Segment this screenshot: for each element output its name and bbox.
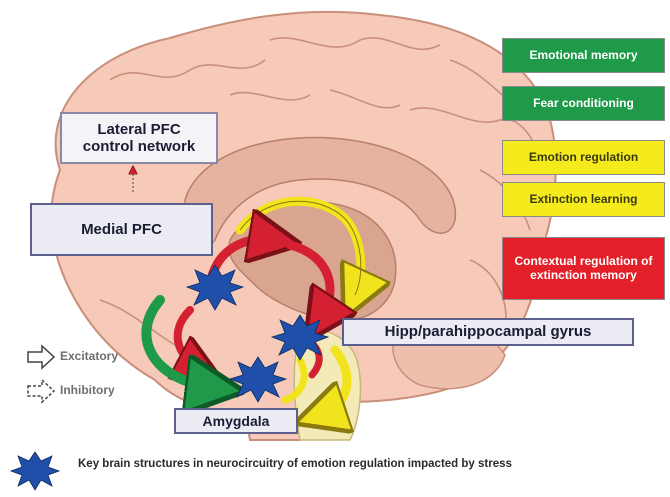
lateral-pfc-label: Lateral PFC control network xyxy=(60,112,218,164)
star-medial-pfc xyxy=(187,265,243,310)
legend-excitatory-arrow xyxy=(28,346,54,368)
star-legend xyxy=(11,452,59,490)
star-amygdala xyxy=(230,357,286,402)
medial-pfc-label: Medial PFC xyxy=(30,203,213,256)
amygdala-label: Amygdala xyxy=(174,408,298,434)
key-structures-caption: Key brain structures in neurocircuitry o… xyxy=(78,458,668,470)
legend-inhibitory-arrow xyxy=(28,380,54,402)
legend-excitatory-label: Excitatory xyxy=(60,349,118,363)
function-contextual-regulation: Contextual regulation of extinction memo… xyxy=(502,237,665,300)
star-hipp xyxy=(272,315,328,360)
function-emotional-memory: Emotional memory xyxy=(502,38,665,73)
function-extinction-learning: Extinction learning xyxy=(502,182,665,217)
hipp-label: Hipp/parahippocampal gyrus xyxy=(342,318,634,346)
function-emotion-regulation: Emotion regulation xyxy=(502,140,665,175)
function-fear-conditioning: Fear conditioning xyxy=(502,86,665,121)
legend-inhibitory-label: Inhibitory xyxy=(60,383,115,397)
